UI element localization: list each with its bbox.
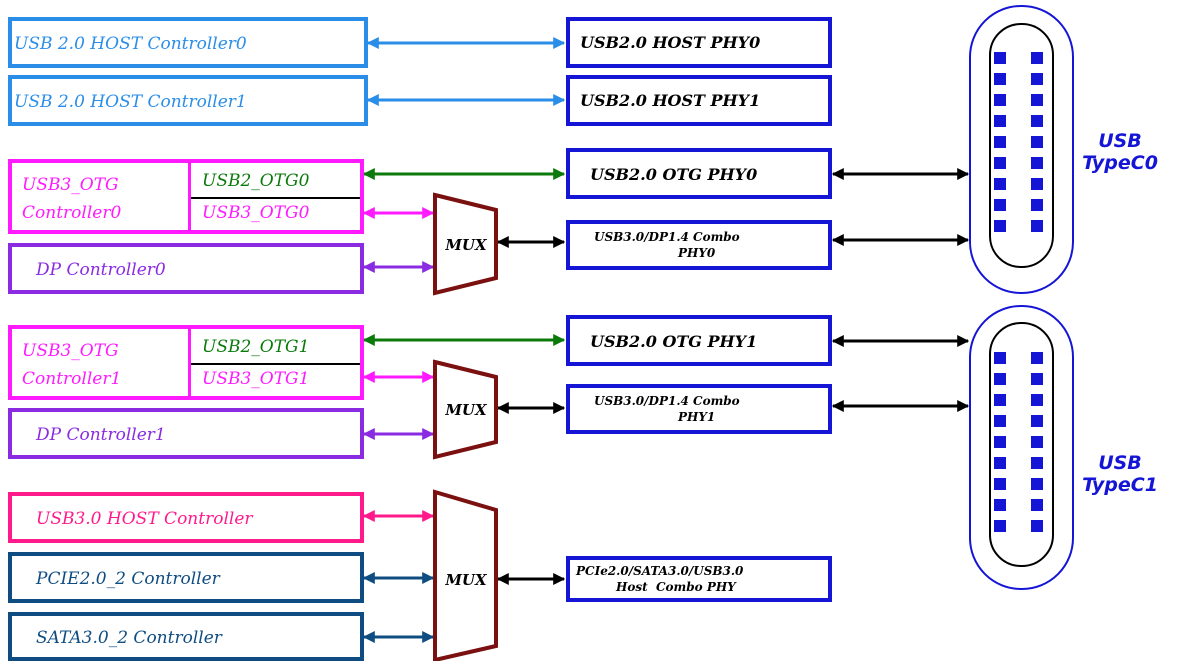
usb3-host-controller-label: USB3.0 HOST Controller: [36, 509, 253, 529]
typec-connector-0: [969, 5, 1074, 294]
typec-connector-1: [969, 305, 1074, 590]
usb3-otg-controller-0: USB3_OTG Controller0 USB2_OTG0 USB3_OTG0: [8, 159, 364, 234]
usb3-otg-controller-0-line2: Controller0: [22, 203, 122, 223]
usb3-otg-1-divider: [188, 329, 191, 396]
mux-shapes: [433, 192, 498, 661]
usb2-host-phy-1: USB2.0 HOST PHY1: [566, 75, 832, 126]
dp-controller-1-label: DP Controller1: [36, 425, 166, 445]
usb3-otg-0-divider: [188, 163, 191, 230]
usb2-host-phy-0: USB2.0 HOST PHY0: [566, 17, 832, 68]
usb2-host-controller-0-label: USB 2.0 HOST Controller0: [14, 34, 247, 54]
typec0-label: USB TypeC0: [1078, 130, 1162, 174]
usb3-dp-combo-phy-0-line1: USB3.0/DP1.4 Combo: [594, 230, 740, 244]
usb2-otg-phy-1: USB2.0 OTG PHY1: [566, 315, 832, 366]
mux-2: [433, 489, 498, 661]
pcie-sata-usb3-combo-phy-line2: Host Combo PHY: [616, 580, 736, 594]
typec0-label-line2: TypeC0: [1082, 152, 1158, 174]
usb3-otg0-port-label: USB3_OTG0: [202, 203, 310, 223]
usb3-otg1-port-label: USB3_OTG1: [202, 369, 310, 389]
usb3-otg-controller-1: USB3_OTG Controller1 USB2_OTG1 USB3_OTG1: [8, 325, 364, 400]
usb3-otg-controller-1-line1: USB3_OTG: [22, 341, 119, 361]
typec0-label-line1: USB: [1098, 130, 1142, 152]
mux-0-label: MUX: [444, 236, 488, 254]
dp-controller-0-label: DP Controller0: [36, 260, 166, 280]
usb3-otg-controller-0-line1: USB3_OTG: [22, 175, 119, 195]
dp-controller-1: DP Controller1: [8, 408, 364, 459]
typec1-label: USB TypeC1: [1078, 452, 1162, 496]
sata-controller-label: SATA3.0_2 Controller: [36, 628, 222, 648]
mux-2-label: MUX: [444, 571, 488, 589]
usb2-otg-phy-0: USB2.0 OTG PHY0: [566, 148, 832, 199]
usb2-host-phy-0-label: USB2.0 HOST PHY0: [580, 33, 761, 52]
usb3-otg-0-port-divider: [191, 197, 360, 199]
dp-controller-0: DP Controller0: [8, 243, 364, 294]
mux-0: [433, 192, 498, 296]
usb3-dp-combo-phy-1: USB3.0/DP1.4 Combo PHY1: [566, 384, 832, 434]
usb3-dp-combo-phy-1-line2: PHY1: [678, 410, 716, 424]
mux-1-label: MUX: [444, 401, 488, 419]
pcie-controller: PCIE2.0_2 Controller: [8, 552, 364, 603]
usb2-otg-phy-1-label: USB2.0 OTG PHY1: [590, 332, 758, 351]
pcie-sata-usb3-combo-phy-line1: PCIe2.0/SATA3.0/USB3.0: [576, 564, 744, 578]
pcie-sata-usb3-combo-phy: PCIe2.0/SATA3.0/USB3.0 Host Combo PHY: [566, 556, 832, 602]
usb2-otg1-port-label: USB2_OTG1: [202, 337, 310, 357]
usb3-dp-combo-phy-0-line2: PHY0: [678, 246, 716, 260]
sata-controller: SATA3.0_2 Controller: [8, 612, 364, 661]
usb3-dp-combo-phy-1-line1: USB3.0/DP1.4 Combo: [594, 394, 740, 408]
connector-arrows: [362, 37, 970, 643]
usb3-otg-1-port-divider: [191, 363, 360, 365]
usb3-dp-combo-phy-0: USB3.0/DP1.4 Combo PHY0: [566, 220, 832, 270]
typec1-label-line1: USB: [1098, 452, 1142, 474]
usb3-host-controller: USB3.0 HOST Controller: [8, 492, 364, 543]
usb2-host-controller-0: USB 2.0 HOST Controller0: [8, 17, 368, 68]
mux-1: [433, 359, 498, 460]
typec1-label-line2: TypeC1: [1082, 474, 1158, 496]
usb2-otg-phy-0-label: USB2.0 OTG PHY0: [590, 165, 758, 184]
usb2-host-controller-1-label: USB 2.0 HOST Controller1: [14, 92, 247, 112]
usb2-otg0-port-label: USB2_OTG0: [202, 171, 310, 191]
usb2-host-controller-1: USB 2.0 HOST Controller1: [8, 75, 368, 126]
usb2-host-phy-1-label: USB2.0 HOST PHY1: [580, 91, 761, 110]
pcie-controller-label: PCIE2.0_2 Controller: [36, 569, 220, 589]
usb3-otg-controller-1-line2: Controller1: [22, 369, 122, 389]
